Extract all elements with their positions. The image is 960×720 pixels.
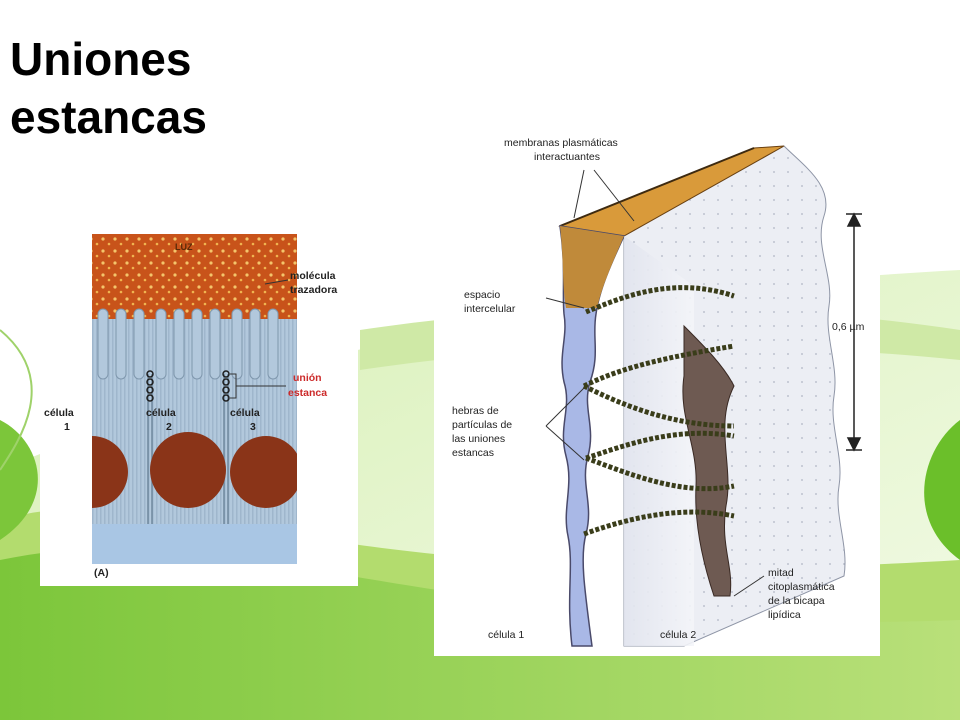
strands-label-line-1: hebras de bbox=[452, 405, 499, 417]
page-title-line-1: Uniones bbox=[10, 33, 192, 85]
intercellular-space bbox=[559, 225, 626, 647]
nucleus-cell-2 bbox=[150, 432, 226, 508]
cell-1-label: célula 1 bbox=[488, 629, 524, 641]
diagram-panel-a: LUZ molécula trazadora unión estanca cél… bbox=[40, 224, 358, 586]
junction-bracket bbox=[230, 373, 286, 399]
cytoplasmic-half-sheet bbox=[682, 324, 735, 597]
half-label-line-4: lipídica bbox=[768, 609, 801, 621]
basal-region bbox=[92, 524, 297, 564]
membrane-face-left bbox=[624, 236, 694, 646]
scale-bar bbox=[846, 212, 862, 452]
membranes-label-line-1: membranas plasmáticas bbox=[504, 137, 618, 149]
space-top-orange bbox=[560, 226, 624, 308]
junction-strands bbox=[582, 285, 735, 537]
panel-a-letter: (A) bbox=[94, 567, 109, 579]
page-title-line-2: estancas bbox=[10, 91, 207, 143]
junction-label-line-1: unión bbox=[293, 372, 322, 384]
panel-b-illustration: membranas plasmáticas interactuantes esp… bbox=[452, 137, 865, 647]
junction-label-line-2: estanca bbox=[288, 387, 327, 399]
diagram-panel-b: membranas plasmáticas interactuantes esp… bbox=[434, 126, 880, 656]
top-ribbon-edge bbox=[559, 147, 755, 227]
cell-2-label-line-1: célula bbox=[146, 407, 176, 419]
cell-1-label-line-1: célula bbox=[44, 407, 74, 419]
luz-label: LUZ bbox=[175, 242, 193, 252]
cell-3-label-line-2: 3 bbox=[250, 421, 256, 433]
cell-3-label-line-1: célula bbox=[230, 407, 260, 419]
wave-green-left bbox=[0, 420, 38, 540]
scale-label: 0,6 µm bbox=[832, 321, 865, 333]
membranes-label-line-2: interactuantes bbox=[534, 151, 600, 163]
half-label-line-3: de la bicapa bbox=[768, 595, 825, 607]
page-title: Uniones estancas bbox=[10, 30, 207, 146]
half-label-line-1: mitad bbox=[768, 567, 794, 579]
tracer-pointer-line bbox=[264, 279, 289, 285]
panel-a-illustration: LUZ molécula trazadora unión estanca cél… bbox=[40, 224, 358, 586]
space-label-line-2: intercelular bbox=[464, 303, 516, 315]
strands-label-line-2: partículas de bbox=[452, 419, 512, 431]
tracer-label-line-2: trazadora bbox=[290, 284, 337, 296]
strands-label-line-3: las uniones bbox=[452, 433, 505, 445]
nucleus-cell-3 bbox=[230, 436, 302, 508]
cell-2-label: célula 2 bbox=[660, 629, 696, 641]
strands-label-line-4: estancas bbox=[452, 447, 494, 459]
space-label-line-1: espacio bbox=[464, 289, 500, 301]
wave-green-right bbox=[924, 420, 960, 560]
wave-curve-line bbox=[0, 329, 33, 471]
cell-2-label-line-2: 2 bbox=[166, 421, 172, 433]
tight-junction-beads bbox=[146, 370, 230, 402]
cell-1-label-line-2: 1 bbox=[64, 421, 70, 433]
cell-borders bbox=[147, 374, 229, 524]
tracer-label-line-1: molécula bbox=[290, 270, 336, 282]
half-label-line-2: citoplasmática bbox=[768, 581, 835, 593]
microvilli bbox=[97, 308, 279, 380]
pointer-lines bbox=[545, 169, 765, 597]
